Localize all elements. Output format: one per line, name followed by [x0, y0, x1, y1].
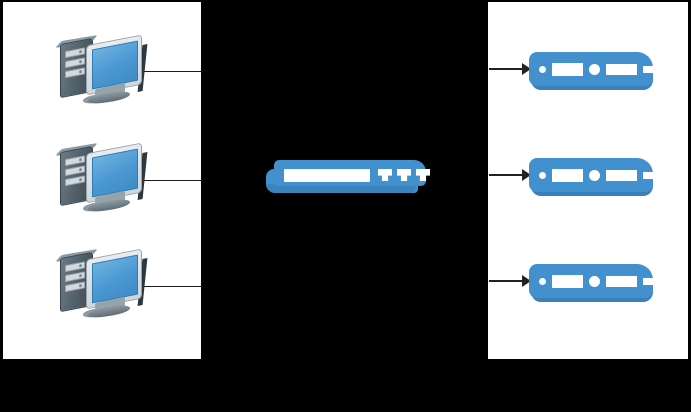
server-appliance-icon[interactable]	[529, 52, 659, 98]
rj45-port-icon	[416, 169, 430, 181]
network-switch-icon[interactable]	[266, 160, 430, 198]
server-front-panel	[529, 158, 655, 192]
switch-faceplate	[284, 169, 370, 182]
switch-port-group	[378, 169, 430, 181]
rj45-port-icon	[397, 169, 411, 181]
server-appliance-icon[interactable]	[529, 158, 659, 204]
server-arrow-3	[489, 275, 533, 287]
drive-bay-icon	[65, 155, 85, 167]
power-button-icon	[589, 275, 600, 287]
desktop-computer-icon[interactable]	[55, 34, 148, 108]
drive-slot-icon	[606, 63, 637, 75]
switch-bottom-shade	[266, 184, 416, 193]
drive-bay-icon	[65, 175, 85, 187]
client-link-3	[136, 286, 201, 287]
desktop-computer-icon[interactable]	[55, 248, 148, 322]
client-link-1	[136, 71, 201, 72]
port-icon	[643, 65, 655, 73]
rj45-port-icon	[378, 169, 392, 181]
server-arrow-1	[489, 63, 533, 75]
drive-slot-icon	[552, 168, 583, 182]
drive-slot-icon	[606, 275, 637, 287]
status-led-icon	[539, 65, 546, 73]
drive-bay-icon	[65, 271, 85, 283]
drive-slot-icon	[552, 274, 583, 288]
drive-bay-icon	[65, 281, 85, 293]
desktop-computer-icon[interactable]	[55, 142, 148, 216]
server-front-panel	[529, 52, 655, 86]
client-link-2	[136, 180, 201, 181]
status-led-icon	[539, 277, 546, 285]
drive-bay-icon	[65, 165, 85, 177]
port-icon	[643, 171, 655, 179]
drive-bay-icon	[65, 67, 85, 79]
drive-bay-icon	[65, 261, 85, 273]
power-button-icon	[589, 63, 600, 75]
drive-bay-icon	[65, 57, 85, 69]
drive-slot-icon	[552, 62, 583, 76]
power-button-icon	[589, 169, 600, 181]
status-led-icon	[539, 171, 546, 179]
port-icon	[643, 277, 655, 285]
server-appliance-icon[interactable]	[529, 264, 659, 310]
drive-slot-icon	[606, 169, 637, 181]
server-arrow-2	[489, 169, 533, 181]
server-front-panel	[529, 264, 655, 298]
drive-bay-icon	[65, 47, 85, 59]
